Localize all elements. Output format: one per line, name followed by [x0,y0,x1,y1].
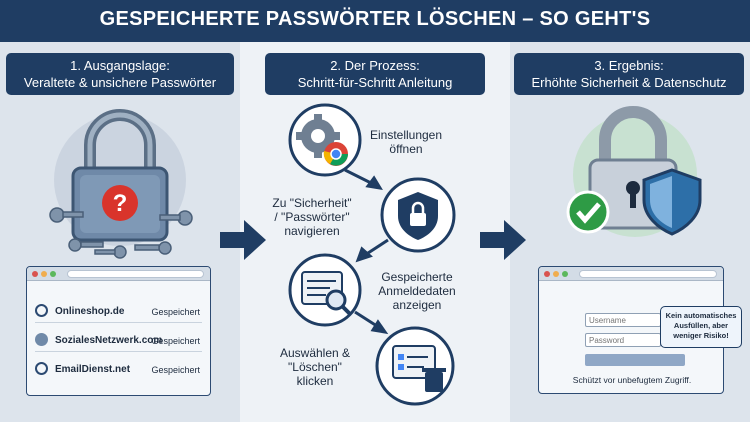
padlock-shackle-icon [599,106,667,162]
result-caption: Schützt vor unbefugtem Zugriff. [572,375,692,385]
column-header-line: Erhöhte Sicherheit & Datenschutz [531,75,727,90]
column-header-process: 2. Der Prozess: Schritt-für-Schritt Anle… [265,53,485,95]
window-dot-icon [41,271,47,277]
step-label-line: Einstellungen [369,128,443,142]
window-dot-icon [562,271,568,277]
window-dot-icon [50,271,56,277]
window-titlebar [539,267,723,281]
column-header-line: 1. Ausgangslage: [70,58,170,73]
list-item[interactable]: Onlineshop.de Gespeichert [35,299,202,323]
title-bar [0,0,750,42]
window-dot-icon [544,271,550,277]
magnifier-icon [325,289,347,311]
step-circle-delete [375,326,455,406]
tooltip-line: weniger Risiko! [673,331,729,340]
column-header-line: 3. Ergebnis: [594,58,664,73]
arrow-right-icon [220,220,266,260]
site-name: SozialesNetzwerk.com [55,335,163,346]
step-circle-view [288,253,362,327]
step-label-line: Zu "Sicherheit" [272,196,352,210]
keys-icon [49,207,193,259]
column-header-line: 2. Der Prozess: [330,58,420,73]
globe-icon [35,304,48,317]
checkmark-icon [566,190,610,234]
column-header-line: Schritt-für-Schritt Anleitung [297,75,453,90]
user-icon [35,333,48,346]
step-label-line: Gespeicherte [381,270,453,284]
column-header-result: 3. Ergebnis: Erhöhte Sicherheit & Datens… [514,53,744,95]
window-titlebar [27,267,210,281]
step-label-line: öffnen [389,142,423,156]
login-form-window: Schützt vor unbefugtem Zugriff. [538,266,724,394]
step-label-line: navigieren [284,224,340,238]
site-name: Onlineshop.de [55,306,125,317]
broken-padlock-illustration: ? [49,109,193,259]
arrow-right-icon [480,220,526,260]
column-header-start: 1. Ausgangslage: Veraltete & unsichere P… [6,53,234,95]
address-bar [579,270,717,278]
list-item[interactable]: SozialesNetzwerk.com Gespeichert [35,328,202,352]
password-field[interactable] [585,333,661,347]
step-label-line: Auswählen & [279,346,351,360]
step-label-line: klicken [296,374,334,388]
site-name: EmailDienst.net [55,364,131,375]
saved-passwords-window: Onlineshop.de Gespeichert SozialesNetzwe… [26,266,211,396]
step-label-line: Anmeldedaten [378,284,456,298]
list-item[interactable]: EmailDienst.net Gespeichert [35,357,202,381]
address-bar [67,270,204,278]
svg-text:?: ? [113,190,128,217]
status-label: Gespeichert [151,365,200,375]
step-label-line: anzeigen [392,298,442,312]
step-label-line: "Löschen" [288,360,342,374]
step-label-security: Zu "Sicherheit" / "Passwörter" navigiere… [262,196,362,238]
keyhole-icon [626,181,640,195]
tooltip-line: Kein automatisches [665,311,737,320]
step-circle-settings [288,103,362,177]
question-mark-icon [102,185,138,221]
tooltip-bubble: Kein automatisches Ausfüllen, aber wenig… [660,306,742,348]
page-title: GESPEICHERTE PASSWÖRTER LÖSCHEN – SO GEH… [99,8,651,30]
step-label-delete: Auswählen & "Löschen" klicken [270,346,360,388]
status-label: Gespeichert [151,307,200,317]
process-flow [288,103,456,406]
window-dot-icon [553,271,559,277]
window-dot-icon [32,271,38,277]
column-header-line: Veraltete & unsichere Passwörter [23,75,217,90]
username-field[interactable] [585,313,661,327]
step-circle-security [380,177,456,253]
column-process [240,42,510,422]
globe-icon [35,362,48,375]
trash-icon [425,372,443,392]
status-label: Gespeichert [151,336,200,346]
secure-padlock-illustration [566,106,702,237]
login-button[interactable] [585,354,685,366]
tooltip-line: Ausfüllen, aber [673,321,729,330]
step-label-view: Gespeicherte Anmeldedaten anzeigen [362,270,472,312]
step-label-line: / "Passwörter" [274,210,350,224]
step-label-settings: Einstellungen öffnen [356,128,456,156]
lock-icon [410,213,426,226]
